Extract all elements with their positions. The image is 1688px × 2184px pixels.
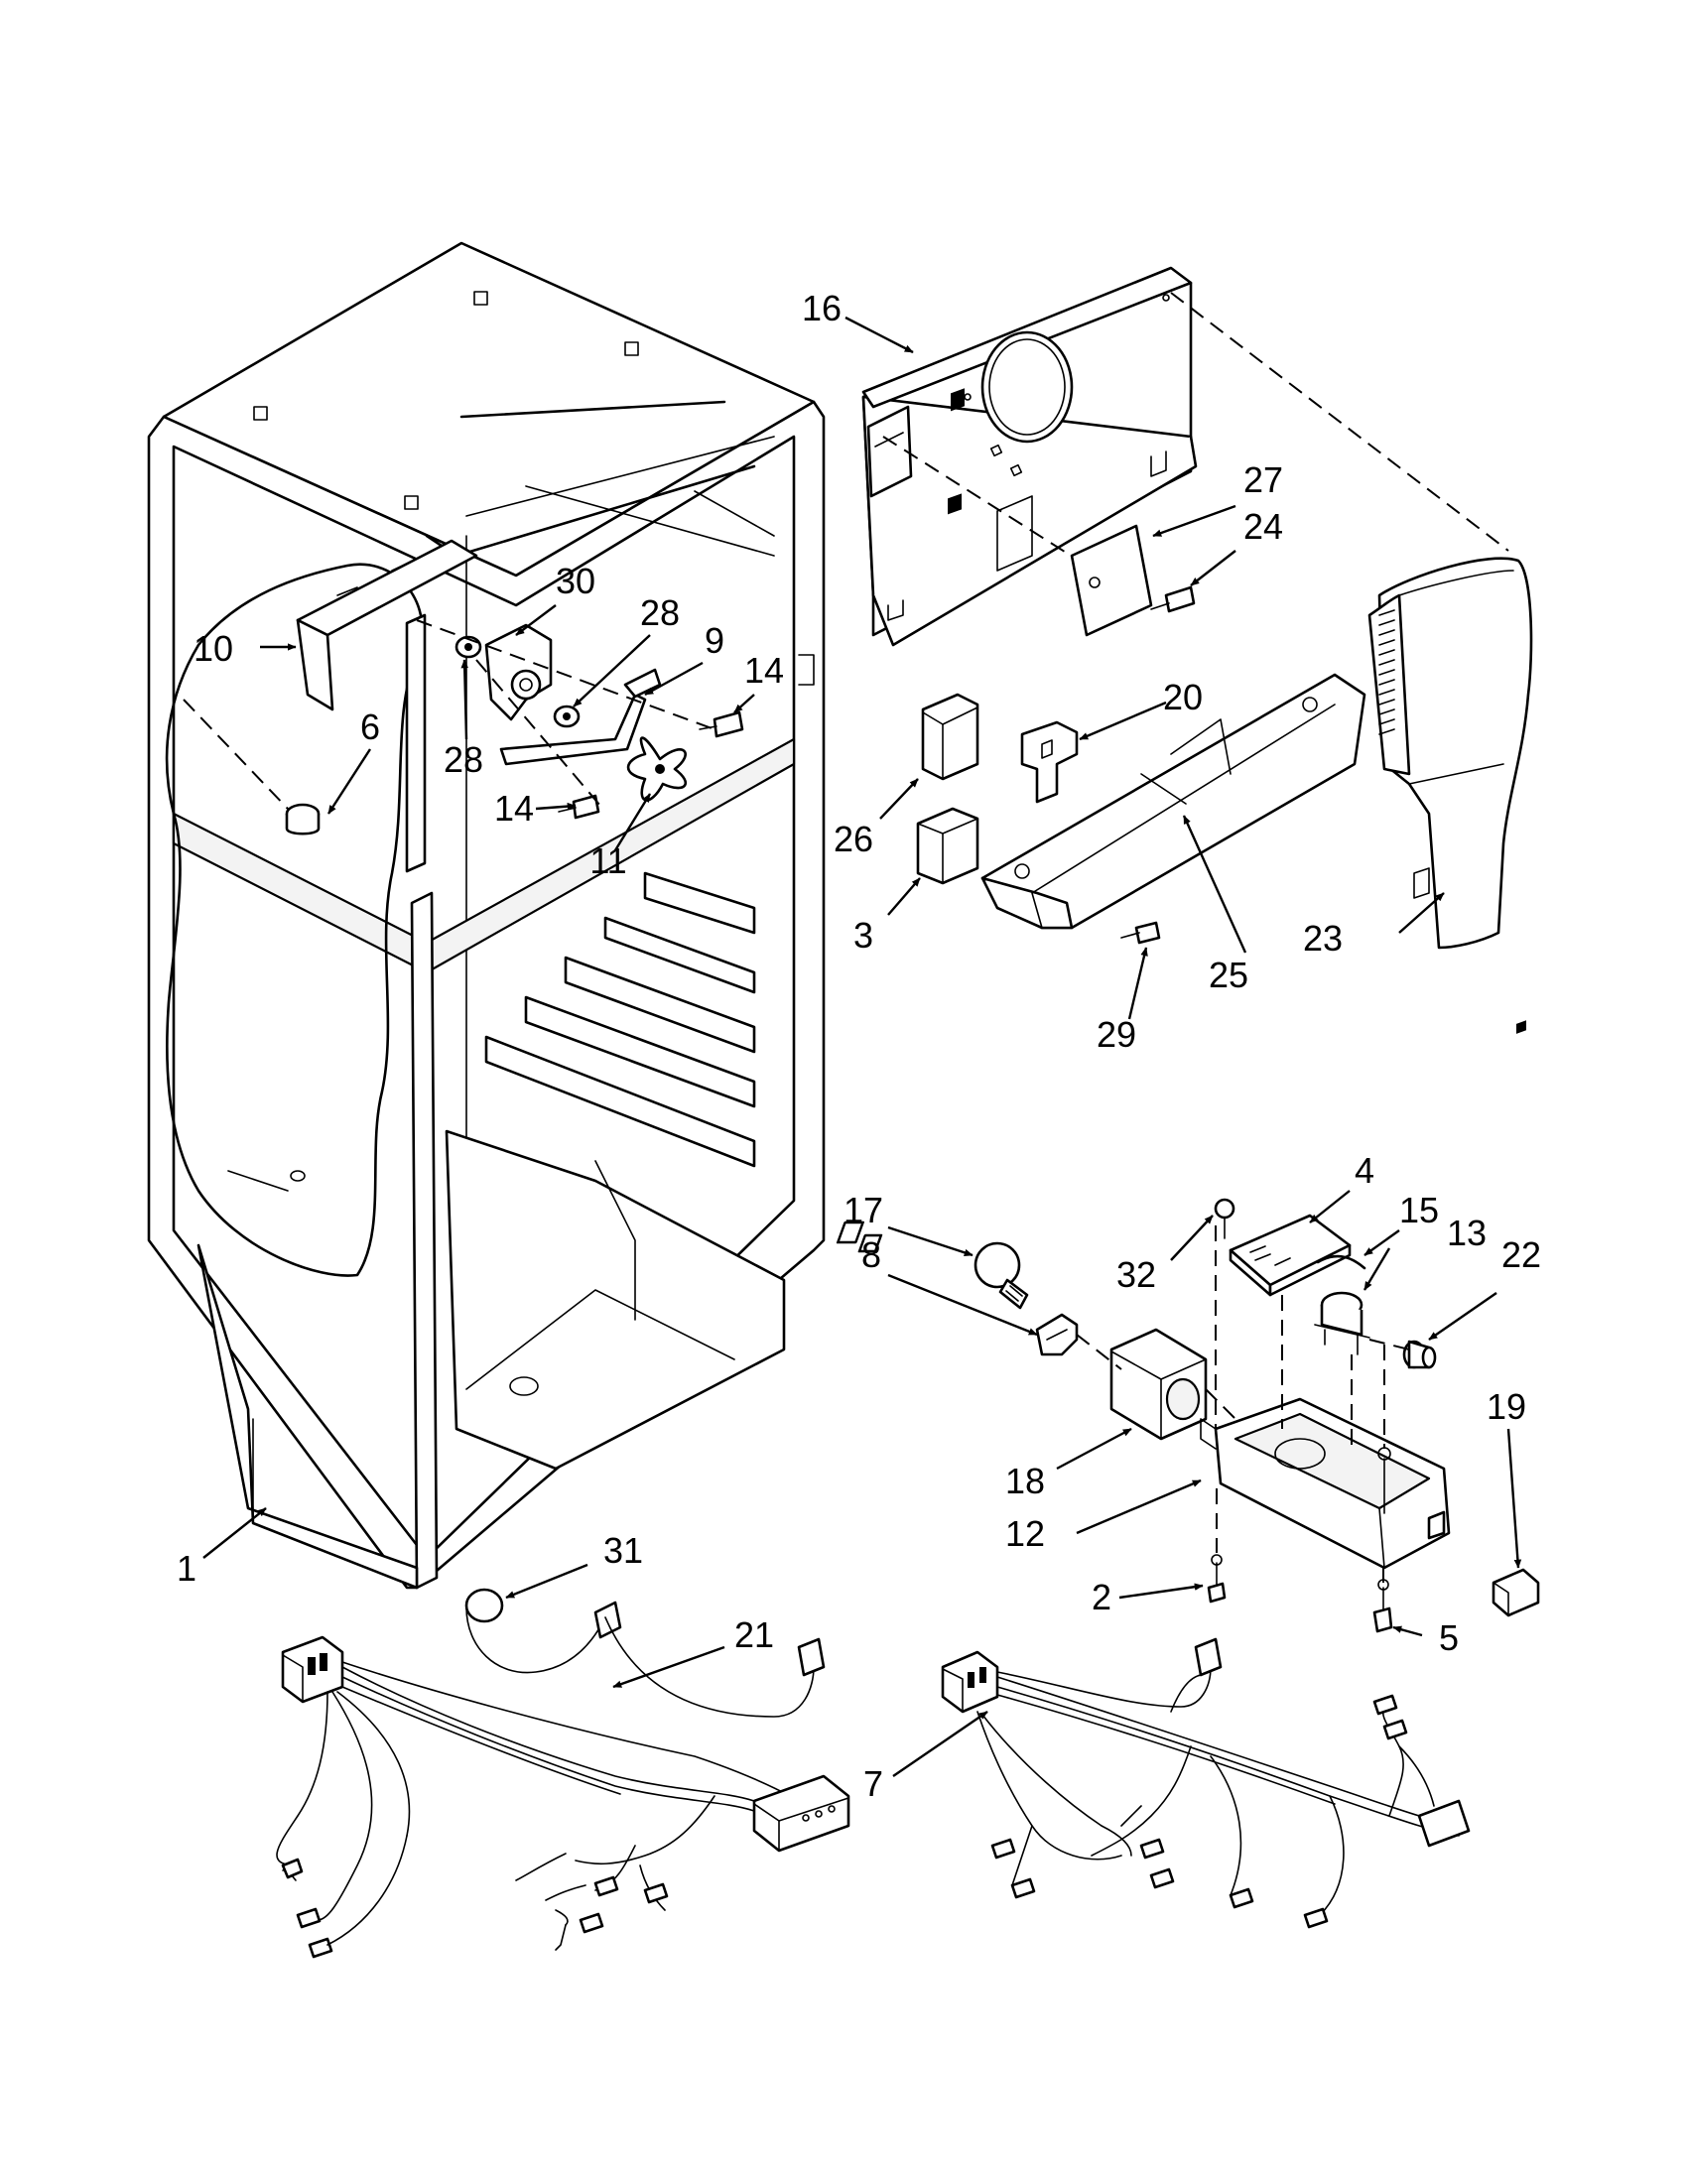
callout-17: 17 (844, 1190, 883, 1230)
callout-22: 22 (1501, 1234, 1541, 1275)
callout-10: 10 (194, 628, 233, 669)
callout-labels: 16 27 24 10 30 28 9 14 6 28 14 11 20 26 … (177, 288, 1541, 1804)
callout-6: 6 (360, 707, 380, 747)
fan-motor-assembly (454, 623, 744, 820)
callout-26: 26 (834, 819, 873, 859)
callout-28a: 28 (640, 592, 680, 633)
callout-32: 32 (1116, 1254, 1156, 1295)
evaporator-cover-part-16 (861, 266, 1198, 647)
callout-1: 1 (177, 1548, 196, 1589)
callout-14a: 14 (744, 650, 784, 691)
plug-part-6 (285, 803, 321, 835)
control-housing-part-23 (1367, 557, 1533, 950)
callout-21: 21 (734, 1614, 774, 1655)
pad-part-27 (1070, 524, 1153, 637)
callout-2: 2 (1092, 1577, 1111, 1617)
callout-25: 25 (1209, 955, 1248, 995)
housing-part-12 (1200, 1397, 1451, 1570)
bracket-part-26 (921, 388, 979, 781)
bracket-part-3 (916, 493, 979, 885)
callout-18: 18 (1005, 1461, 1045, 1501)
callout-24: 24 (1243, 506, 1283, 547)
callout-4: 4 (1355, 1150, 1374, 1191)
screw-part-29 (1120, 921, 1161, 945)
control-tray-part-25 (980, 673, 1366, 930)
callout-14b: 14 (494, 788, 534, 829)
connector-part-20 (1020, 720, 1079, 804)
callout-9: 9 (705, 620, 724, 661)
cabinet-liner-drawing (147, 241, 826, 1590)
callout-3: 3 (853, 915, 873, 956)
callout-16: 16 (802, 288, 842, 328)
socket-part-8 (1035, 1313, 1079, 1356)
callout-5: 5 (1439, 1617, 1459, 1658)
callout-7: 7 (863, 1763, 883, 1804)
knob-part-22 (1402, 1340, 1437, 1369)
callout-11: 11 (589, 840, 626, 881)
clip-part-15 (1316, 1254, 1366, 1270)
callout-15: 15 (1399, 1190, 1439, 1230)
callout-23: 23 (1303, 918, 1343, 959)
bulb-part-17 (974, 1241, 1029, 1310)
callout-31: 31 (603, 1530, 643, 1571)
thermostat-part-13 (1314, 1291, 1370, 1355)
callout-28b: 28 (444, 739, 483, 780)
callout-13: 13 (1447, 1213, 1487, 1253)
light-shield-part-18 (1109, 1328, 1208, 1441)
shelf-rail-supports (484, 871, 756, 1168)
leader-lines (202, 316, 1522, 1777)
sensor-part-31 (464, 1588, 622, 1674)
screw-part-24 (1150, 585, 1196, 613)
callout-8: 8 (861, 1234, 881, 1275)
screw-part-32 (1214, 1198, 1235, 1239)
callout-27: 27 (1243, 459, 1283, 500)
control-board-part-4 (836, 1214, 1352, 1297)
screw-part-2 (1207, 1554, 1227, 1604)
callout-19: 19 (1487, 1386, 1526, 1427)
wire-harness-part-7 (941, 1637, 1471, 1929)
callout-20: 20 (1163, 677, 1203, 717)
wire-harness-part-21 (276, 1616, 850, 1959)
bracket-part-10 (296, 539, 478, 711)
screw-part-5 (1372, 1579, 1393, 1633)
callout-12: 12 (1005, 1513, 1045, 1554)
switch-part-19 (1492, 1020, 1540, 1617)
callout-30: 30 (556, 561, 595, 601)
callout-29: 29 (1097, 1014, 1136, 1055)
